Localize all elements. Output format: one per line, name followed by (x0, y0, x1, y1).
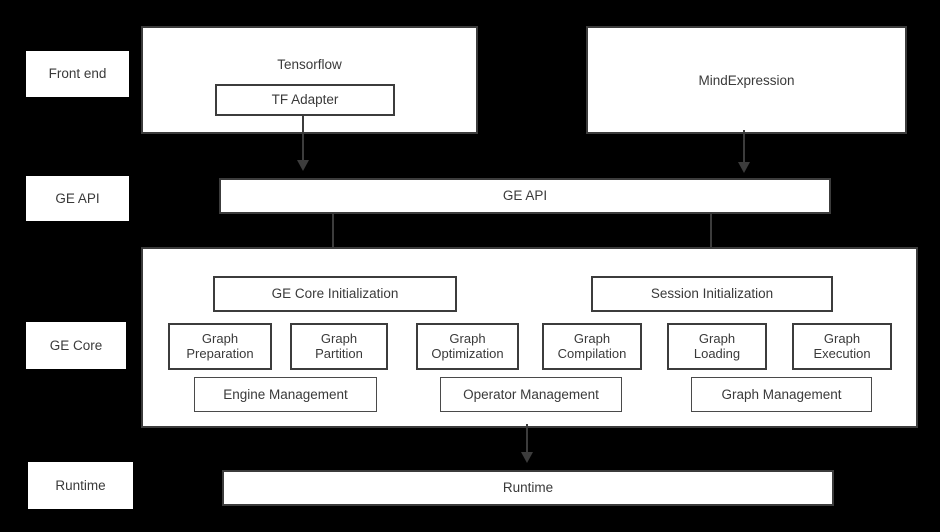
ge-api-bar-label: GE API (502, 188, 548, 204)
management-graph: Graph Management (691, 377, 872, 412)
module-graph-partition: Graph Partition (290, 323, 388, 370)
connector-tf-adapter-to-ge-api-line (302, 114, 304, 168)
management-engine: Engine Management (194, 377, 377, 412)
module-graph-optimization-label: Graph Optimization (431, 330, 504, 361)
connector-ge-core-to-runtime-line (526, 424, 528, 460)
management-engine-label: Engine Management (223, 386, 348, 402)
layer-label-ge-core: GE Core (26, 322, 126, 369)
ge-api-bar: GE API (219, 178, 831, 214)
session-initialization-box: Session Initialization (591, 276, 833, 312)
connector-ge-api-to-ge-core-init-line (332, 214, 334, 266)
management-graph-label: Graph Management (721, 386, 842, 402)
frontend-tensorflow-title: Tensorflow (277, 57, 342, 72)
frontend-tensorflow-group: Tensorflow TF Adapter (141, 26, 478, 134)
module-graph-preparation-label: Graph Preparation (186, 330, 254, 361)
layer-label-ge-core-text: GE Core (49, 337, 103, 353)
frontend-tf-adapter-box: TF Adapter (215, 84, 395, 116)
frontend-tf-adapter-label: TF Adapter (271, 92, 339, 108)
connector-mindexpression-to-ge-api-line (743, 130, 745, 170)
module-graph-compilation-label: Graph Compilation (557, 330, 627, 361)
management-operator-label: Operator Management (463, 386, 599, 402)
layer-label-ge-api: GE API (26, 176, 129, 221)
layer-label-front-end-text: Front end (48, 66, 107, 82)
ge-core-container: GE Core Initialization Session Initializ… (141, 247, 918, 428)
ge-core-initialization-label: GE Core Initialization (271, 286, 399, 302)
frontend-mindexpression-group: MindExpression (586, 26, 907, 134)
module-graph-compilation: Graph Compilation (542, 323, 642, 370)
connector-ge-core-to-runtime-arrow (521, 452, 533, 463)
management-operator: Operator Management (440, 377, 622, 412)
module-graph-optimization: Graph Optimization (416, 323, 519, 370)
connector-ge-api-to-session-init-line (710, 214, 712, 266)
runtime-bar-label: Runtime (502, 480, 554, 496)
module-graph-execution: Graph Execution (792, 323, 892, 370)
module-graph-loading-label: Graph Loading (693, 330, 741, 361)
module-graph-execution-label: Graph Execution (813, 330, 871, 361)
layer-label-runtime: Runtime (28, 462, 133, 509)
connector-mindexpression-to-ge-api-arrow (738, 162, 750, 173)
layer-label-ge-api-text: GE API (55, 190, 100, 206)
layer-label-runtime-text: Runtime (55, 477, 106, 493)
frontend-mindexpression-title: MindExpression (698, 73, 795, 88)
module-graph-loading: Graph Loading (667, 323, 767, 370)
ge-core-initialization-box: GE Core Initialization (213, 276, 457, 312)
module-graph-preparation: Graph Preparation (168, 323, 272, 370)
module-graph-partition-label: Graph Partition (315, 330, 363, 361)
layer-label-front-end: Front end (26, 51, 129, 97)
session-initialization-label: Session Initialization (650, 286, 774, 302)
connector-tf-adapter-to-ge-api-arrow (297, 160, 309, 171)
runtime-bar: Runtime (222, 470, 834, 506)
